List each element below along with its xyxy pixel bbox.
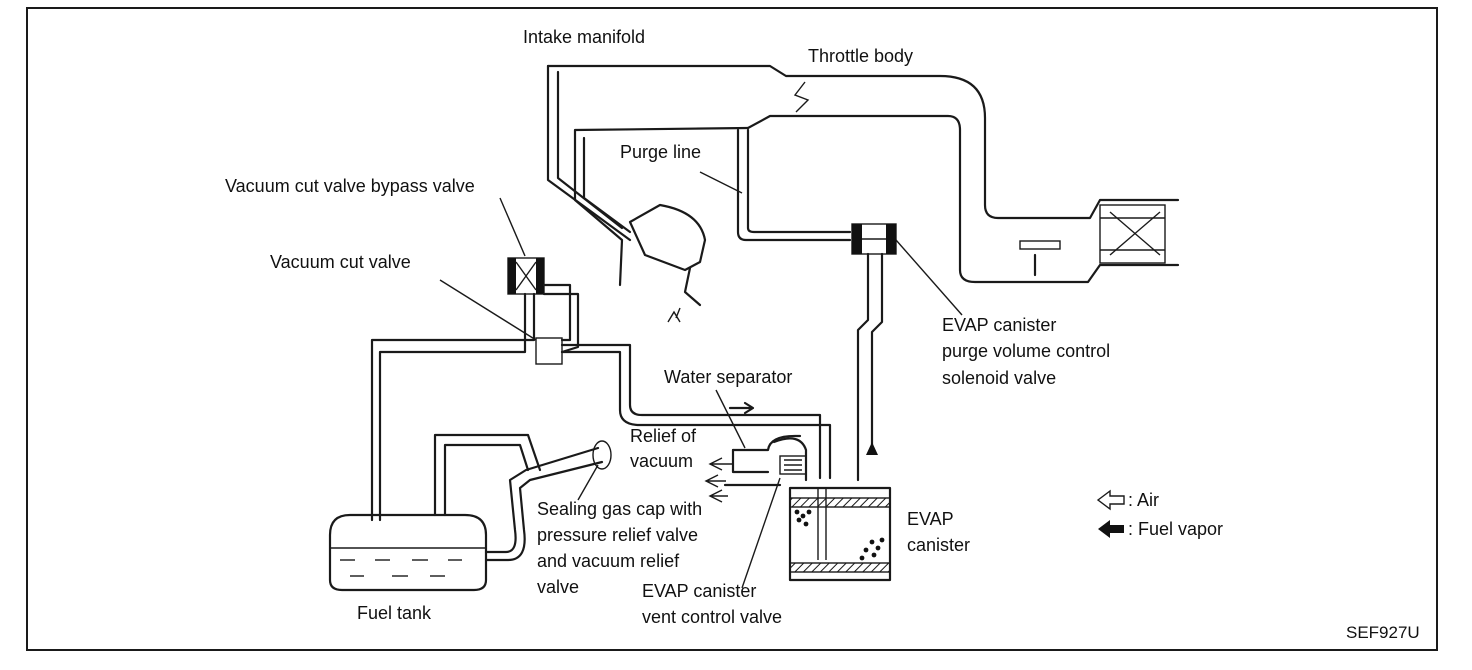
- purge-line: [699, 128, 852, 242]
- diagram-frame: [26, 7, 1438, 651]
- label-vacuum-cut-valve-bypass-valve: Vacuum cut valve bypass valve: [225, 176, 475, 196]
- label-purge-line: Purge line: [620, 142, 701, 162]
- label-sealing-gas-cap-4: valve: [537, 577, 579, 597]
- label-purge-valve-2: purge volume control: [942, 341, 1110, 361]
- evap-canister: [788, 486, 892, 582]
- bypass-valve-icon: [499, 197, 545, 295]
- label-vent-control-valve-2: vent control valve: [642, 607, 782, 627]
- label-intake-manifold: Intake manifold: [523, 27, 645, 47]
- vent-control-valve-icon: [723, 455, 807, 589]
- label-relief-of-vacuum-1: Relief of: [630, 426, 697, 446]
- intake-manifold: [546, 64, 1180, 287]
- flow-arrow-icon: [728, 401, 755, 415]
- legend-fuel-vapor: : Fuel vapor: [1128, 519, 1223, 539]
- label-fuel-tank: Fuel tank: [357, 603, 432, 623]
- fuel-tank: [328, 433, 612, 592]
- label-sealing-gas-cap-2: pressure relief valve: [537, 525, 698, 545]
- throttle-valve: [793, 81, 810, 113]
- label-sealing-gas-cap-1: Sealing gas cap with: [537, 499, 702, 519]
- air-arrow-icon: [1096, 489, 1125, 511]
- airflow-sensor: [1019, 240, 1061, 277]
- label-purge-valve-3: solenoid valve: [942, 368, 1056, 388]
- water-separator: [715, 389, 808, 482]
- vacuum-cut-valve-icon: [439, 279, 563, 365]
- legend-air: : Air: [1128, 490, 1159, 510]
- canister-purge-pipe: [856, 252, 870, 482]
- label-vacuum-cut-valve: Vacuum cut valve: [270, 252, 411, 272]
- label-vent-control-valve-1: EVAP canister: [642, 581, 756, 601]
- engine-head: [628, 203, 707, 323]
- figure-code: SEF927U: [1346, 623, 1420, 642]
- legend: : Air : Fuel vapor: [1096, 489, 1223, 539]
- vent-pipes: [370, 283, 832, 522]
- label-relief-of-vacuum-2: vacuum: [630, 451, 693, 471]
- fuel-vapor-legend-icon: [1098, 520, 1124, 538]
- label-purge-valve-1: EVAP canister: [942, 315, 1056, 335]
- fuel-vapor-arrow-icon: [866, 442, 878, 455]
- purge-solenoid-valve-icon: [851, 223, 963, 316]
- label-sealing-gas-cap-3: and vacuum relief: [537, 551, 680, 571]
- air-cleaner: [1099, 204, 1166, 264]
- label-throttle-body: Throttle body: [808, 46, 913, 66]
- label-water-separator: Water separator: [664, 367, 792, 387]
- air-flow-arrows: [704, 457, 733, 503]
- label-evap-canister-1: EVAP: [907, 509, 954, 529]
- label-evap-canister-2: canister: [907, 535, 970, 555]
